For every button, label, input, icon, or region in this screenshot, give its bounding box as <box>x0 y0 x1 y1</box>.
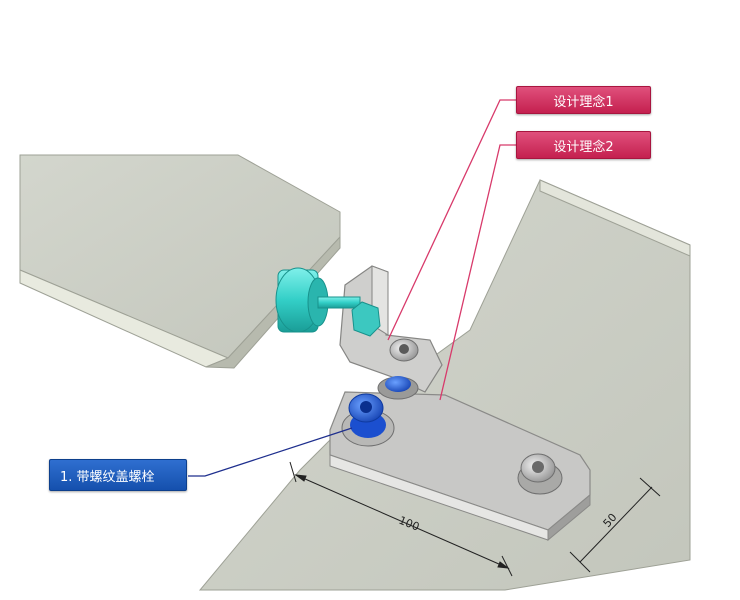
blue-under-bolt <box>377 376 419 400</box>
leader-design1 <box>387 99 518 341</box>
callout-design-concept-2: 设计理念2 <box>516 131 651 159</box>
leader-design2 <box>439 144 518 401</box>
top-bracket-bolt <box>389 338 419 362</box>
callout-threaded-cap-bolt: 1. 带螺纹盖螺栓 <box>49 459 187 491</box>
mounting-bracket <box>329 391 591 542</box>
callout-design-concept-2-label: 设计理念2 <box>553 139 614 155</box>
right-bracket-bolt <box>517 453 563 495</box>
callout-design-concept-1-label: 设计理念1 <box>553 94 614 110</box>
callout-design-concept-1: 设计理念1 <box>516 86 651 114</box>
left-plate <box>19 154 341 369</box>
leader-bolt <box>188 427 353 477</box>
callout-threaded-cap-bolt-label: 1. 带螺纹盖螺栓 <box>60 469 155 485</box>
blue-cap-bolt <box>341 393 395 447</box>
leader-lines <box>188 99 518 477</box>
dimension-width <box>569 477 661 573</box>
dimension-length <box>289 461 513 577</box>
cyan-roller <box>275 267 381 337</box>
